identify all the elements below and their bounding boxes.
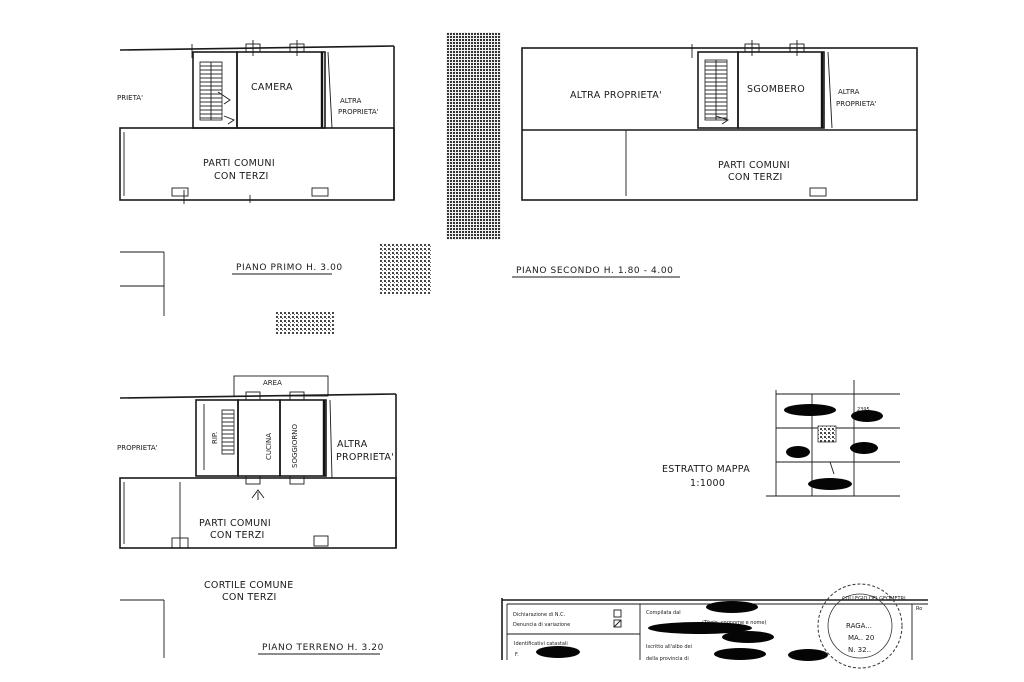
scan-noise-block-2 xyxy=(380,244,432,294)
label-dichiarazione: Dichiarazione di N.C. xyxy=(513,612,566,618)
window-marks-2 xyxy=(691,40,827,197)
label-con-terzi: CON TERZI xyxy=(214,171,269,182)
label-parti-comuni-3: PARTI COMUNI xyxy=(199,518,271,529)
label-denuncia: Denuncia di variazione xyxy=(513,622,570,628)
label-iscritto: Iscritto all'albo dei xyxy=(646,644,692,650)
label-altra-4: PROPRIETA' xyxy=(836,100,877,108)
redaction-mark xyxy=(808,478,852,490)
label-area: AREA xyxy=(263,379,282,387)
label-altra-1: ALTRA xyxy=(340,97,362,105)
label-f: F. xyxy=(515,652,519,658)
label-compilata: Compilata dal xyxy=(646,610,681,616)
label-titolo: (Titolo, cognome e nome) xyxy=(702,620,766,626)
stamp-line-1: RAGA... xyxy=(846,622,872,630)
room-camera: CAMERA xyxy=(251,82,293,93)
estratto-mappa: 2395 ESTRATTO MAPPA 1:1000 xyxy=(662,380,900,497)
label-altra-5: ALTRA xyxy=(337,439,368,450)
redaction-mark xyxy=(648,622,752,634)
label-parti-comuni-2: PARTI COMUNI xyxy=(718,160,790,171)
redaction-mark xyxy=(784,404,836,416)
stamp-ring-text: COLLEGIO DEI GEOMETRI xyxy=(842,596,906,602)
room-cucina: CUCINA xyxy=(265,433,273,460)
label-cortile-con-terzi: CON TERZI xyxy=(222,592,277,603)
title-piano-secondo: PIANO SECONDO H. 1.80 - 4.00 xyxy=(516,266,673,276)
staircase-3 xyxy=(221,409,235,455)
plan-piano-primo: CAMERA PRIETA' ALTRA PROPRIETA' PARTI CO… xyxy=(117,40,395,316)
label-altra-2: PROPRIETA' xyxy=(338,108,379,116)
label-altra-proprieta-left: ALTRA PROPRIETA' xyxy=(570,90,662,101)
label-proprieta-left-2: PROPRIETA' xyxy=(117,444,158,452)
label-parti-comuni: PARTI COMUNI xyxy=(203,158,275,169)
redaction-mark xyxy=(536,646,580,658)
official-stamp: COLLEGIO DEI GEOMETRI RAGA... MA.. 20 N.… xyxy=(817,583,906,669)
label-con-terzi-2: CON TERZI xyxy=(728,172,783,183)
redaction-mark xyxy=(851,410,883,422)
redaction-mark xyxy=(786,446,810,458)
label-con-terzi-3: CON TERZI xyxy=(210,530,265,541)
stamp-line-3: N. 32.. xyxy=(848,646,871,654)
redaction-mark xyxy=(788,649,828,661)
checkbox-dichiarazione xyxy=(613,609,622,618)
room-soggiorno: SOGGIORNO xyxy=(291,424,299,468)
window-marks-3 xyxy=(245,391,333,485)
label-provincia: della provincia di xyxy=(646,656,689,662)
label-identificativi: Identificativi catastali xyxy=(514,641,568,647)
entry-arrow xyxy=(251,489,265,500)
redaction-mark xyxy=(850,442,878,454)
cartouche: Dichiarazione di N.C. Denuncia di variaz… xyxy=(501,583,928,669)
redaction-mark xyxy=(714,648,766,660)
parcel-highlight xyxy=(817,425,837,443)
estratto-title: ESTRATTO MAPPA xyxy=(662,464,750,475)
label-altra-3: ALTRA xyxy=(838,88,860,96)
checkbox-denuncia xyxy=(613,619,622,628)
room-sgombero: SGOMBERO xyxy=(747,84,805,95)
plan-piano-terreno: AREA PROPRIETA' RIP. CUCINA SOGGIORNO A xyxy=(117,375,397,658)
redaction-mark xyxy=(722,631,774,643)
stamp-line-2: MA.. 20 xyxy=(848,634,874,642)
title-piano-terreno: PIANO TERRENO H. 3.20 xyxy=(262,643,384,653)
map-parcel-number: 2395 xyxy=(857,407,870,413)
label-cortile-comune: CORTILE COMUNE xyxy=(204,580,294,591)
label-rip: RIP. xyxy=(211,432,219,444)
scan-noise-block-3 xyxy=(276,312,334,334)
window-marks xyxy=(191,40,305,58)
label-proprieta-left: PRIETA' xyxy=(117,94,143,102)
estratto-scale: 1:1000 xyxy=(690,478,725,489)
plan-piano-secondo: ALTRA PROPRIETA' SGOMBERO ALTRA PROPRIET… xyxy=(512,40,918,278)
title-piano-primo: PIANO PRIMO H. 3.00 xyxy=(236,263,343,273)
side-code: Ro xyxy=(916,606,922,612)
scan-noise-block xyxy=(446,32,501,240)
redaction-mark xyxy=(706,601,758,613)
label-altra-6: PROPRIETA' xyxy=(336,452,394,463)
